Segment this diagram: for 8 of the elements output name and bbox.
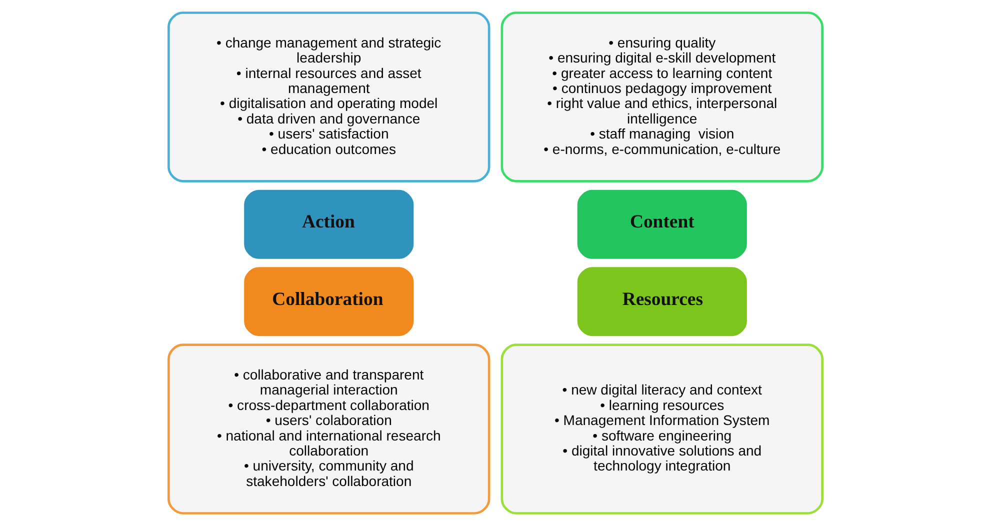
node-box: • collaborative and transparent managerial interaction • cross-department collaboration • users' colaboration • national and international research collaboration • university, community and stakeholders' collaboration (168, 344, 490, 514)
node-box: Collaboration (244, 267, 414, 336)
node-box: Resources (577, 267, 747, 336)
node-box: • new digital literacy and context • learning resources • Management Information System • software engineering • digital innovative solutions and technology integration (500, 344, 824, 514)
node-box: Action (244, 190, 414, 259)
node-box: • ensuring quality • ensuring digital e-skill development • greater access to learning content • continuos pedagogy improvement • right value and ethics, interpersonal intelligence • staff managing vision • e-norms, e-communication, e-culture (500, 12, 824, 182)
node-box: • change management and strategic leadership • internal resources and asset management • digitalisation and operating model • data driven and governance • users' satisfaction • education outcomes (168, 12, 490, 182)
node-box: Content (577, 190, 747, 259)
